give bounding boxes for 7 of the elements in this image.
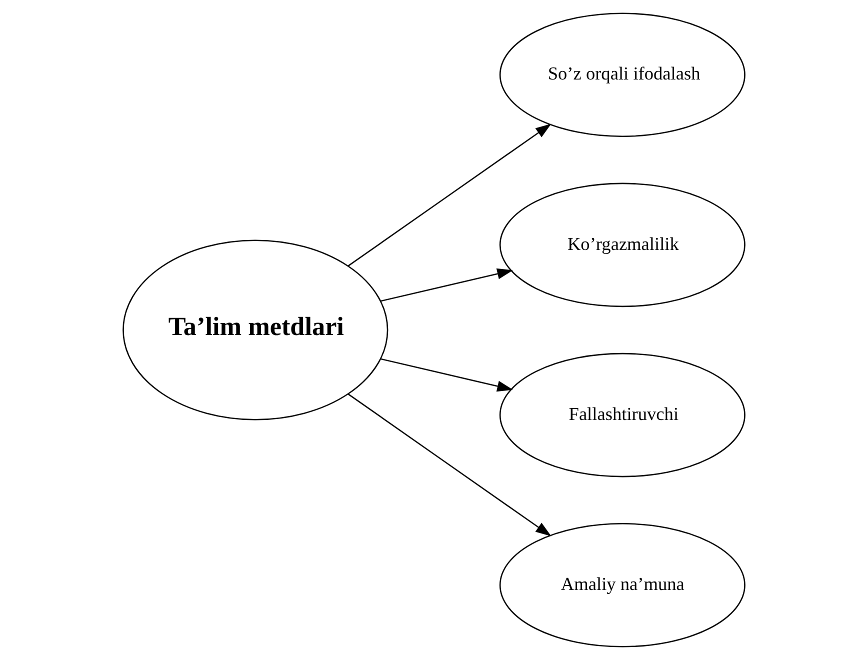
arrow [347, 394, 551, 536]
arrow [347, 124, 551, 266]
node-ellipse: Ko’rgazmalilik [498, 182, 745, 308]
arrow [380, 358, 512, 392]
arrow [380, 268, 512, 302]
node-ellipse: Ta’lim metdlari [122, 240, 388, 420]
node-ellipse: Fallashtiruvchi [498, 352, 745, 478]
